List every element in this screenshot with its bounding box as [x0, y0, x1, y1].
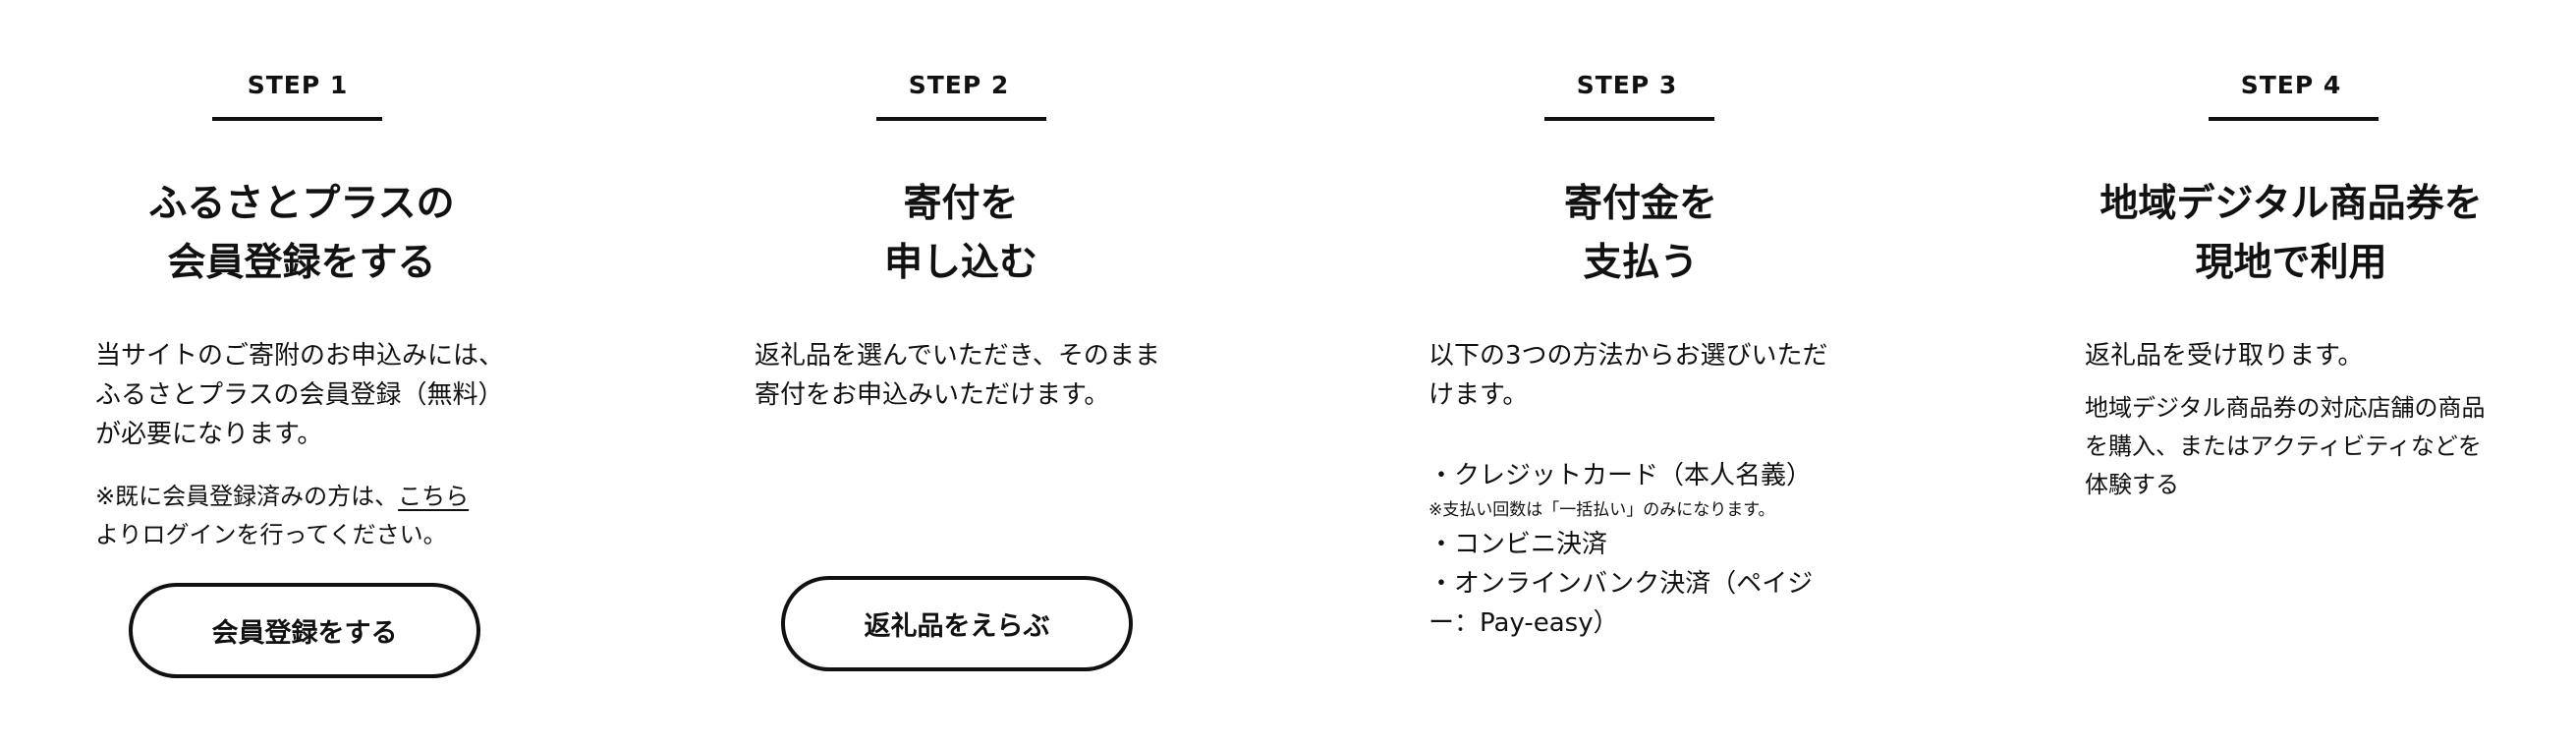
step-4: STEP 4 地域デジタル商品券を現地で利用 返礼品を受け取ります。 地域デジタ…	[2085, 0, 2497, 747]
step-2: STEP 2 寄付を申し込む 返礼品を選んでいただき、そのまま寄付をお申込みいた…	[755, 0, 1167, 747]
step-3: STEP 3 寄付金を支払う 以下の3つの方法からお選びいただけます。 ・クレジ…	[1428, 0, 1841, 747]
step-label: STEP 1	[247, 71, 349, 99]
step-divider	[2209, 117, 2379, 121]
login-link[interactable]: こちら	[398, 483, 470, 510]
step-label: STEP 3	[1576, 71, 1678, 99]
step-description: 返礼品を受け取ります。	[2085, 341, 2364, 371]
register-button[interactable]: 会員登録をする	[129, 583, 480, 678]
step-label: STEP 2	[908, 71, 1010, 99]
step-title: 寄付を申し込む	[883, 182, 1037, 285]
choose-gift-button[interactable]: 返礼品をえらぶ	[781, 576, 1133, 671]
step-divider	[1544, 117, 1714, 121]
step-label: STEP 4	[2240, 71, 2342, 99]
step-divider	[212, 117, 382, 121]
payment-method-online-bank: ・オンラインバンク決済（ペイジー：Pay-easy）	[1428, 569, 1814, 638]
step-title: 地域デジタル商品券を現地で利用	[2100, 182, 2483, 285]
step-description: 返礼品を選んでいただき、そのまま寄付をお申込みいただけます。	[755, 341, 1160, 410]
step-body: 以下の3つの方法からお選びいただけます。 ・クレジットカード（本人名義） ※支払…	[1428, 336, 1841, 643]
step-detail: 地域デジタル商品券の対応店舗の商品を購入、またはアクティビティなどを体験する	[2085, 394, 2486, 498]
payment-note: ※支払い回数は「一括払い」のみになります。	[1428, 500, 1775, 520]
payment-method-convenience: ・コンビニ決済	[1428, 530, 1608, 559]
step-divider	[876, 117, 1046, 121]
step-1: STEP 1 ふるさとプラスの会員登録をする 当サイトのご寄附のお申込みには、ふ…	[95, 0, 508, 747]
step-description: 以下の3つの方法からお選びいただけます。	[1428, 341, 1828, 410]
step-title: 寄付金を支払う	[1563, 182, 1717, 285]
payment-method-credit: ・クレジットカード（本人名義）	[1428, 461, 1813, 490]
step-title: ふるさとプラスの会員登録をする	[148, 182, 455, 285]
step-body: 返礼品を選んでいただき、そのまま寄付をお申込みいただけます。	[755, 336, 1167, 431]
login-note: ※既に会員登録済みの方は、こちらよりログインを行ってください。	[95, 483, 470, 548]
step-body: 返礼品を受け取ります。 地域デジタル商品券の対応店舗の商品を購入、またはアクティ…	[2085, 336, 2497, 520]
step-description: 当サイトのご寄附のお申込みには、ふるさとプラスの会員登録（無料）が必要になります…	[95, 341, 505, 449]
step-body: 当サイトのご寄附のお申込みには、ふるさとプラスの会員登録（無料）が必要になります…	[95, 336, 508, 570]
